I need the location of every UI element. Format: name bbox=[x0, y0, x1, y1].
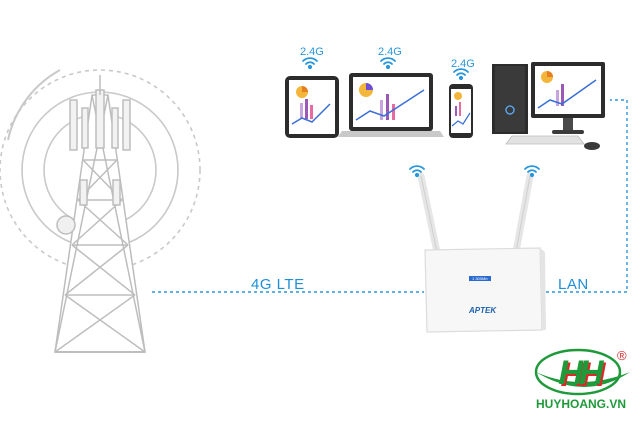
phone-wifi-label: 2.4G bbox=[451, 58, 475, 70]
phone-icon bbox=[449, 84, 473, 138]
laptop-wifi-label: 2.4G bbox=[378, 46, 402, 58]
cell-tower-icon bbox=[54, 75, 146, 353]
wifi-icon bbox=[453, 68, 469, 81]
router-brand-label: APTEK bbox=[469, 306, 497, 315]
router-badge: 1 300Mb bbox=[469, 276, 491, 281]
wifi-icon bbox=[380, 57, 396, 70]
router-icon bbox=[417, 172, 546, 333]
wifi-icon bbox=[409, 165, 425, 178]
wifi-icon bbox=[524, 165, 540, 178]
wifi-icon bbox=[302, 57, 318, 70]
lan-link bbox=[540, 99, 628, 293]
registered-mark: ® bbox=[617, 348, 627, 363]
connection-lines bbox=[152, 99, 628, 293]
lte-label: 4G LTE bbox=[251, 276, 305, 293]
desktop-pc-icon bbox=[492, 62, 605, 150]
brand-logo-mark: HH bbox=[558, 354, 603, 392]
brand-website-label: HUYHOANG.VN bbox=[536, 397, 627, 411]
tablet-icon bbox=[285, 76, 339, 138]
laptop-icon bbox=[338, 73, 444, 137]
tablet-wifi-label: 2.4G bbox=[300, 46, 324, 58]
lan-label: LAN bbox=[558, 276, 589, 293]
brand-logo-swoosh bbox=[534, 348, 630, 396]
